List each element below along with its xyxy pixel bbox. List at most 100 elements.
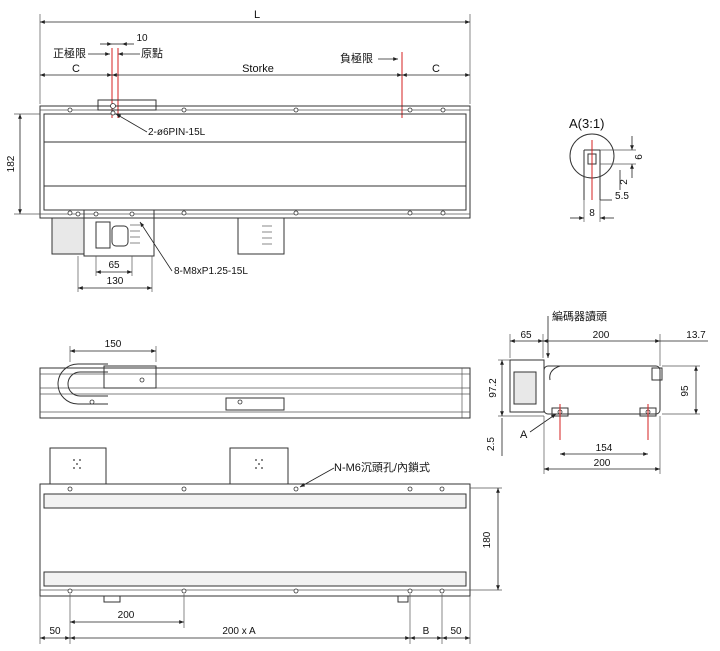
carriage-dot [79,467,81,469]
dim-130-label: 130 [107,276,124,287]
mount-callout-label: N-M6沉頭孔/內鎖式 [334,460,430,474]
mount-hole [407,107,413,113]
dim-182-label: 182 [6,155,17,172]
dim-10-label: 10 [136,33,148,44]
end-200-bottom-label: 200 [594,458,611,469]
mount-hole [293,210,299,216]
bottom-50-right-label: 50 [450,626,462,637]
bottom-body [39,483,471,597]
mount-hole [181,210,187,216]
bottom-hole [181,486,187,492]
origin-label: 原點 [141,47,163,60]
second-carriage [237,217,285,255]
end-profile-curve [549,365,561,381]
end-encoder-head [513,371,537,405]
bottom-view: N-M6沉頭孔/內鎖式 180 200 50 200 x A B 50 [39,447,502,644]
bottom-tab [103,595,121,603]
bottom-b-label: B [423,626,430,637]
bottom-hole [439,588,445,594]
cable-chain [57,363,108,405]
end-a-label: A [520,429,528,441]
dim-l-label: L [254,9,260,21]
detail-5-5-label: 5.5 [615,191,629,202]
connector-block [95,221,111,249]
end-view: 編碼器讀頭 65 200 13.7 97.2 95 [486,309,708,474]
carriage-dot [261,459,263,461]
detail-8-label: 8 [589,208,595,219]
bottom-carriage-left [49,447,107,485]
top-view: L 10 正極限 原點 負極限 C Storke C [6,9,471,292]
cable-loop [111,225,129,247]
carriage-top-edge [97,99,157,111]
end-200-top-label: 200 [593,330,610,341]
side-hole [237,399,243,405]
side-carriage [103,365,157,389]
top-module-body [39,105,471,219]
end-right-tab [651,367,663,381]
cable-chain-inner [67,371,108,397]
dim-stroke-label: Storke [242,63,274,75]
mount-hole [407,210,413,216]
negative-limit-label: 負極限 [340,51,373,65]
motor-block [51,217,85,255]
thread-hole [75,211,81,217]
end-a-leader [529,413,557,433]
positive-limit-label: 正極限 [53,46,86,60]
side-second-carriage [225,397,285,411]
encoder-label: 編碼器讀頭 [552,309,607,323]
detail-a-view: A(3:1) 6 2 5.5 8 [569,116,645,222]
bottom-200-label: 200 [118,610,135,621]
dim-c-right-label: C [432,63,440,75]
detail-6-label: 6 [634,154,645,160]
end-154-label: 154 [596,443,613,454]
mount-hole [293,107,299,113]
side-view: 150 [39,339,471,419]
bottom-hole [67,486,73,492]
dim-c-left-label: C [72,63,80,75]
end-97-2-label: 97.2 [488,378,499,398]
pin-callout-label: 2-ø6PIN-15L [148,127,206,138]
carriage-dot [76,463,78,465]
bottom-200xa-label: 200 x A [222,626,256,637]
carriage-dot [261,467,263,469]
carriage-dot [258,463,260,465]
mount-hole [67,107,73,113]
carriage-dot [255,459,257,461]
side-hole [139,377,145,383]
dowel-pin [110,110,116,116]
carriage-dot [255,467,257,469]
bottom-hole [407,486,413,492]
thread-leader [139,221,173,272]
bottom-tab [397,595,409,603]
thread-callout-label: 8-M8xP1.25-15L [174,266,248,277]
bottom-carriage-right [229,447,289,485]
end-2-5-label: 2.5 [486,437,497,451]
bottom-hole [293,486,299,492]
bottom-hole [181,588,187,594]
dim-65-label: 65 [108,260,120,271]
side-body [39,367,471,419]
bottom-hole [439,486,445,492]
mount-hole [440,210,446,216]
end-95-label: 95 [680,385,691,397]
pin-leader [115,113,148,133]
detail-2-label: 2 [619,179,630,185]
mount-hole [440,107,446,113]
carriage-plate [83,209,155,257]
mount-leader [299,467,335,488]
bottom-hole [67,588,73,594]
thread-hole [93,211,99,217]
dowel-pin [110,103,116,109]
top-module-inner [43,113,467,211]
carriage-dot [73,459,75,461]
bottom-band-top [43,493,467,509]
bottom-50-left-label: 50 [49,626,61,637]
side-hole [89,399,95,405]
end-13-7-label: 13.7 [686,330,706,341]
bottom-hole [407,588,413,594]
carriage-dot [73,467,75,469]
mount-hole [181,107,187,113]
carriage-dot [79,459,81,461]
bottom-hole [293,588,299,594]
